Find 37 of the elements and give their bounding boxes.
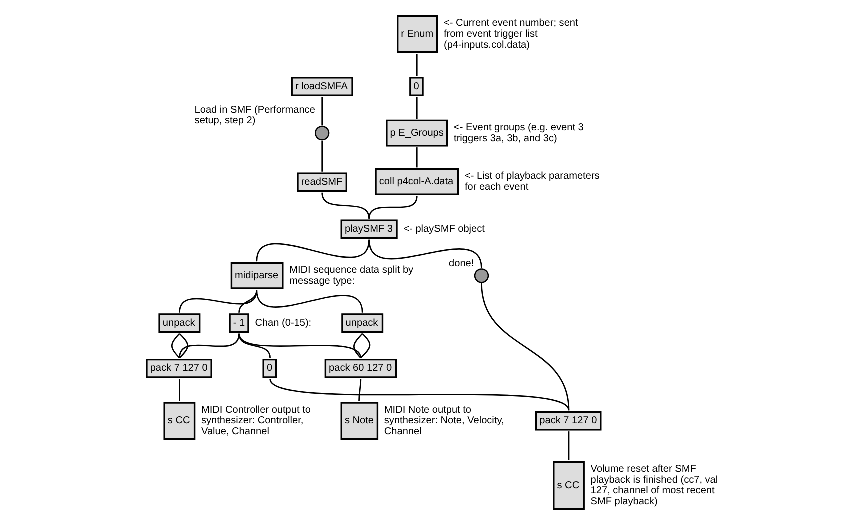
node-circle	[474, 268, 489, 284]
connector	[178, 290, 258, 313]
connector	[170, 333, 180, 359]
connector	[480, 283, 570, 411]
connector	[368, 196, 418, 219]
node-label: Chan (0-15):	[254, 318, 312, 329]
connector	[353, 333, 363, 359]
connector	[178, 333, 188, 359]
node-label: <- Current event number; sent from event trigger list (p4-inputs.col.data)	[443, 18, 578, 51]
node-label: Volume reset after SMF playback is finished (cc7, val 127, channel of most recent SMF playback)	[590, 464, 718, 508]
node-label: <- Event groups (e.g. event 3 triggers 3a, 3b, and 3c)	[454, 122, 584, 144]
connector	[568, 432, 570, 460]
node-label: MIDI Controller output to synthesizer: Controller, Value, Channel	[201, 404, 310, 438]
connector	[269, 378, 570, 412]
connector	[238, 334, 270, 358]
connector	[178, 334, 240, 358]
connector	[238, 334, 362, 358]
connector	[416, 148, 418, 168]
connector	[360, 333, 370, 359]
node-label: <- playSMF object	[403, 224, 484, 235]
node-label: done!	[448, 258, 474, 270]
connector	[178, 379, 180, 402]
node-label: Load in SMF (Performance setup, step 2)	[194, 104, 315, 127]
connector	[358, 379, 362, 402]
node-circle	[314, 126, 330, 141]
connector	[416, 97, 418, 120]
node-label: <- List of playback parameters for each event	[464, 171, 600, 194]
connector	[368, 240, 482, 269]
connector	[256, 290, 363, 313]
connector	[321, 140, 322, 172]
connector	[238, 290, 258, 313]
connector	[256, 240, 370, 262]
connector	[321, 192, 370, 219]
node-label: MIDI Note output to synthesizer: Note, Velocity, Channel	[384, 404, 504, 438]
node-label: MIDI sequence data split by message type:	[289, 265, 414, 287]
connector	[416, 54, 418, 76]
connector	[321, 97, 322, 126]
